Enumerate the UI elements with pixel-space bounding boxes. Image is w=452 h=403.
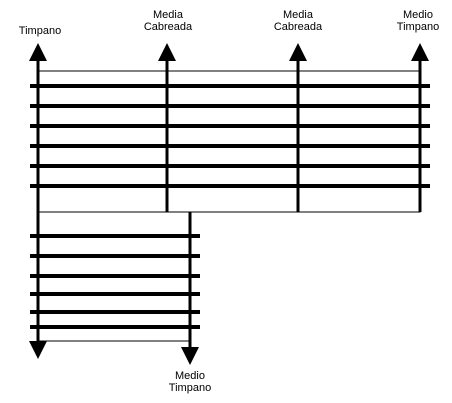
vertical-beams: [29, 43, 429, 365]
label-line1: Media: [153, 9, 183, 21]
upper-strips: [30, 84, 430, 188]
label-line1: Medio: [403, 9, 433, 21]
label-medio-timpano-right: Medio Timpano: [388, 9, 448, 33]
upper-frame-outline: [37, 70, 421, 213]
label-media-cabreada-1: Media Cabreada: [138, 9, 198, 33]
label-timpano: Timpano: [10, 25, 70, 37]
lower-strips: [30, 234, 200, 329]
label-timpano-line1: Timpano: [18, 25, 62, 37]
label-line1: Medio: [175, 370, 205, 382]
label-media-cabreada-2: Media Cabreada: [268, 9, 328, 33]
label-line2: Timpano: [168, 382, 212, 394]
label-line2: Cabreada: [143, 21, 193, 33]
label-medio-timpano-bottom: Medio Timpano: [160, 370, 220, 394]
label-line1: Media: [283, 9, 313, 21]
label-line2: Cabreada: [273, 21, 323, 33]
label-line2: Timpano: [396, 21, 440, 33]
